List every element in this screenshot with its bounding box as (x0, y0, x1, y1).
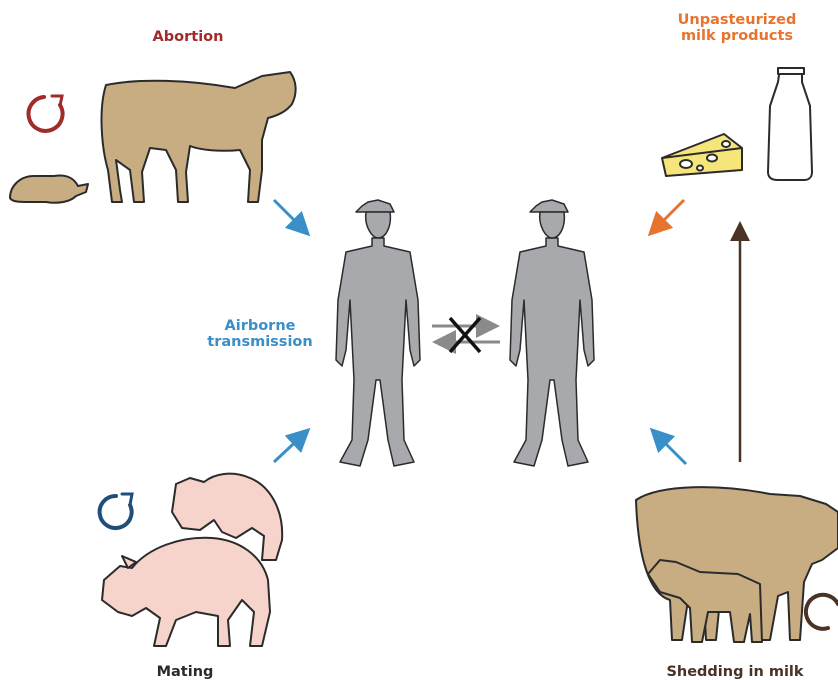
pigs-mating-icon (102, 474, 282, 646)
cycle-navy-icon (100, 494, 132, 528)
label-airborne-line2: transmission (200, 334, 320, 350)
cycle-red-icon (29, 96, 63, 131)
arrow-airborne-lower-right (654, 432, 686, 464)
label-abortion-text: Abortion (153, 29, 224, 45)
arrow-unpasteurized (652, 200, 684, 232)
label-shedding-in-milk: Shedding in milk (650, 664, 820, 680)
cow-abortion-icon (102, 72, 296, 202)
arrow-airborne-lower-left (274, 432, 306, 462)
cycle-brown-icon (806, 595, 838, 629)
milk-bottle-icon (768, 68, 812, 180)
label-airborne-line1: Airborne (200, 318, 320, 334)
label-mating-text: Mating (157, 664, 214, 680)
human-left-icon (336, 200, 420, 466)
label-abortion: Abortion (128, 29, 248, 45)
label-unpasteurized-milk-products: Unpasteurized milk products (662, 12, 812, 44)
label-shedding-text: Shedding in milk (666, 664, 803, 680)
no-human-transmission-icon (432, 318, 500, 352)
label-airborne-transmission: Airborne transmission (200, 318, 320, 350)
human-right-icon (510, 200, 594, 466)
label-mating: Mating (140, 664, 230, 680)
arrow-airborne-upper-left (274, 200, 306, 232)
aborted-calf-icon (10, 175, 88, 202)
cheese-icon (662, 134, 742, 176)
label-unpasteurized-line2: milk products (662, 28, 812, 44)
label-unpasteurized-line1: Unpasteurized (662, 12, 812, 28)
